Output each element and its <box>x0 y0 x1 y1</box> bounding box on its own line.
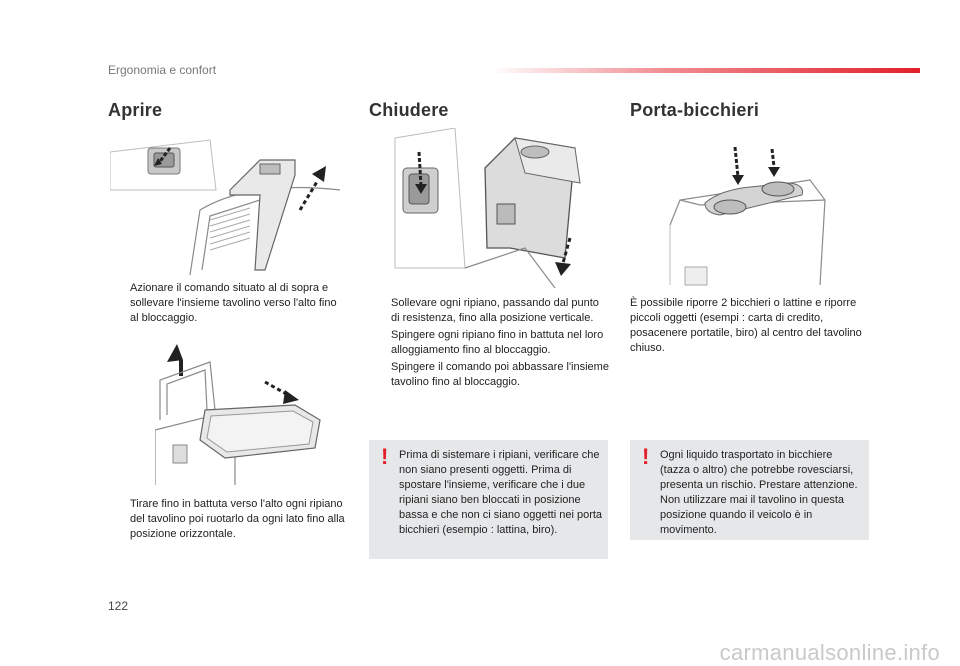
illustration-close-table <box>394 128 581 288</box>
illustration-open-tables <box>155 344 321 485</box>
porta-bicchieri-warning-text: Ogni liquido trasportato in bicchiere (t… <box>660 449 858 536</box>
warning-icon: ! <box>381 444 389 469</box>
list-item: Spingere ogni ripiano fino in battuta ne… <box>391 329 604 356</box>
section-header: Ergonomia e confort <box>108 63 217 77</box>
title-chiudere: Chiudere <box>369 100 449 120</box>
watermark: carmanualsonline.info <box>719 640 940 665</box>
title-aprire: Aprire <box>108 100 163 120</box>
porta-bicchieri-text: È possibile riporre 2 bicchieri o lattin… <box>630 297 862 354</box>
header-accent-line <box>490 68 920 73</box>
list-item: Spingere il comando poi abbassare l'insi… <box>391 361 609 388</box>
title-porta-bicchieri: Porta-bicchieri <box>630 100 760 120</box>
list-item: Tirare fino in battuta verso l'alto ogni… <box>130 498 345 540</box>
chiudere-warning-text: Prima di sistemare i ripiani, verificare… <box>399 449 603 536</box>
list-item: Azionare il comando situato al di sopra … <box>130 282 337 324</box>
warning-icon: ! <box>642 444 650 469</box>
page-number: 122 <box>108 599 129 613</box>
illustration-cup-holders <box>669 146 826 286</box>
illustration-lift-table <box>110 139 341 276</box>
porta-bicchieri-warning-box: ! Ogni liquido trasportato in bicchiere … <box>630 440 869 540</box>
aprire-step1-list: Azionare il comando situato al di sopra … <box>108 281 348 328</box>
list-item: Sollevare ogni ripiano, passando dal pun… <box>391 297 599 324</box>
chiudere-steps-list: Sollevare ogni ripiano, passando dal pun… <box>369 296 609 392</box>
chiudere-warning-box: ! Prima di sistemare i ripiani, verifica… <box>369 440 608 559</box>
aprire-step2-list: Tirare fino in battuta verso l'alto ogni… <box>108 497 348 544</box>
